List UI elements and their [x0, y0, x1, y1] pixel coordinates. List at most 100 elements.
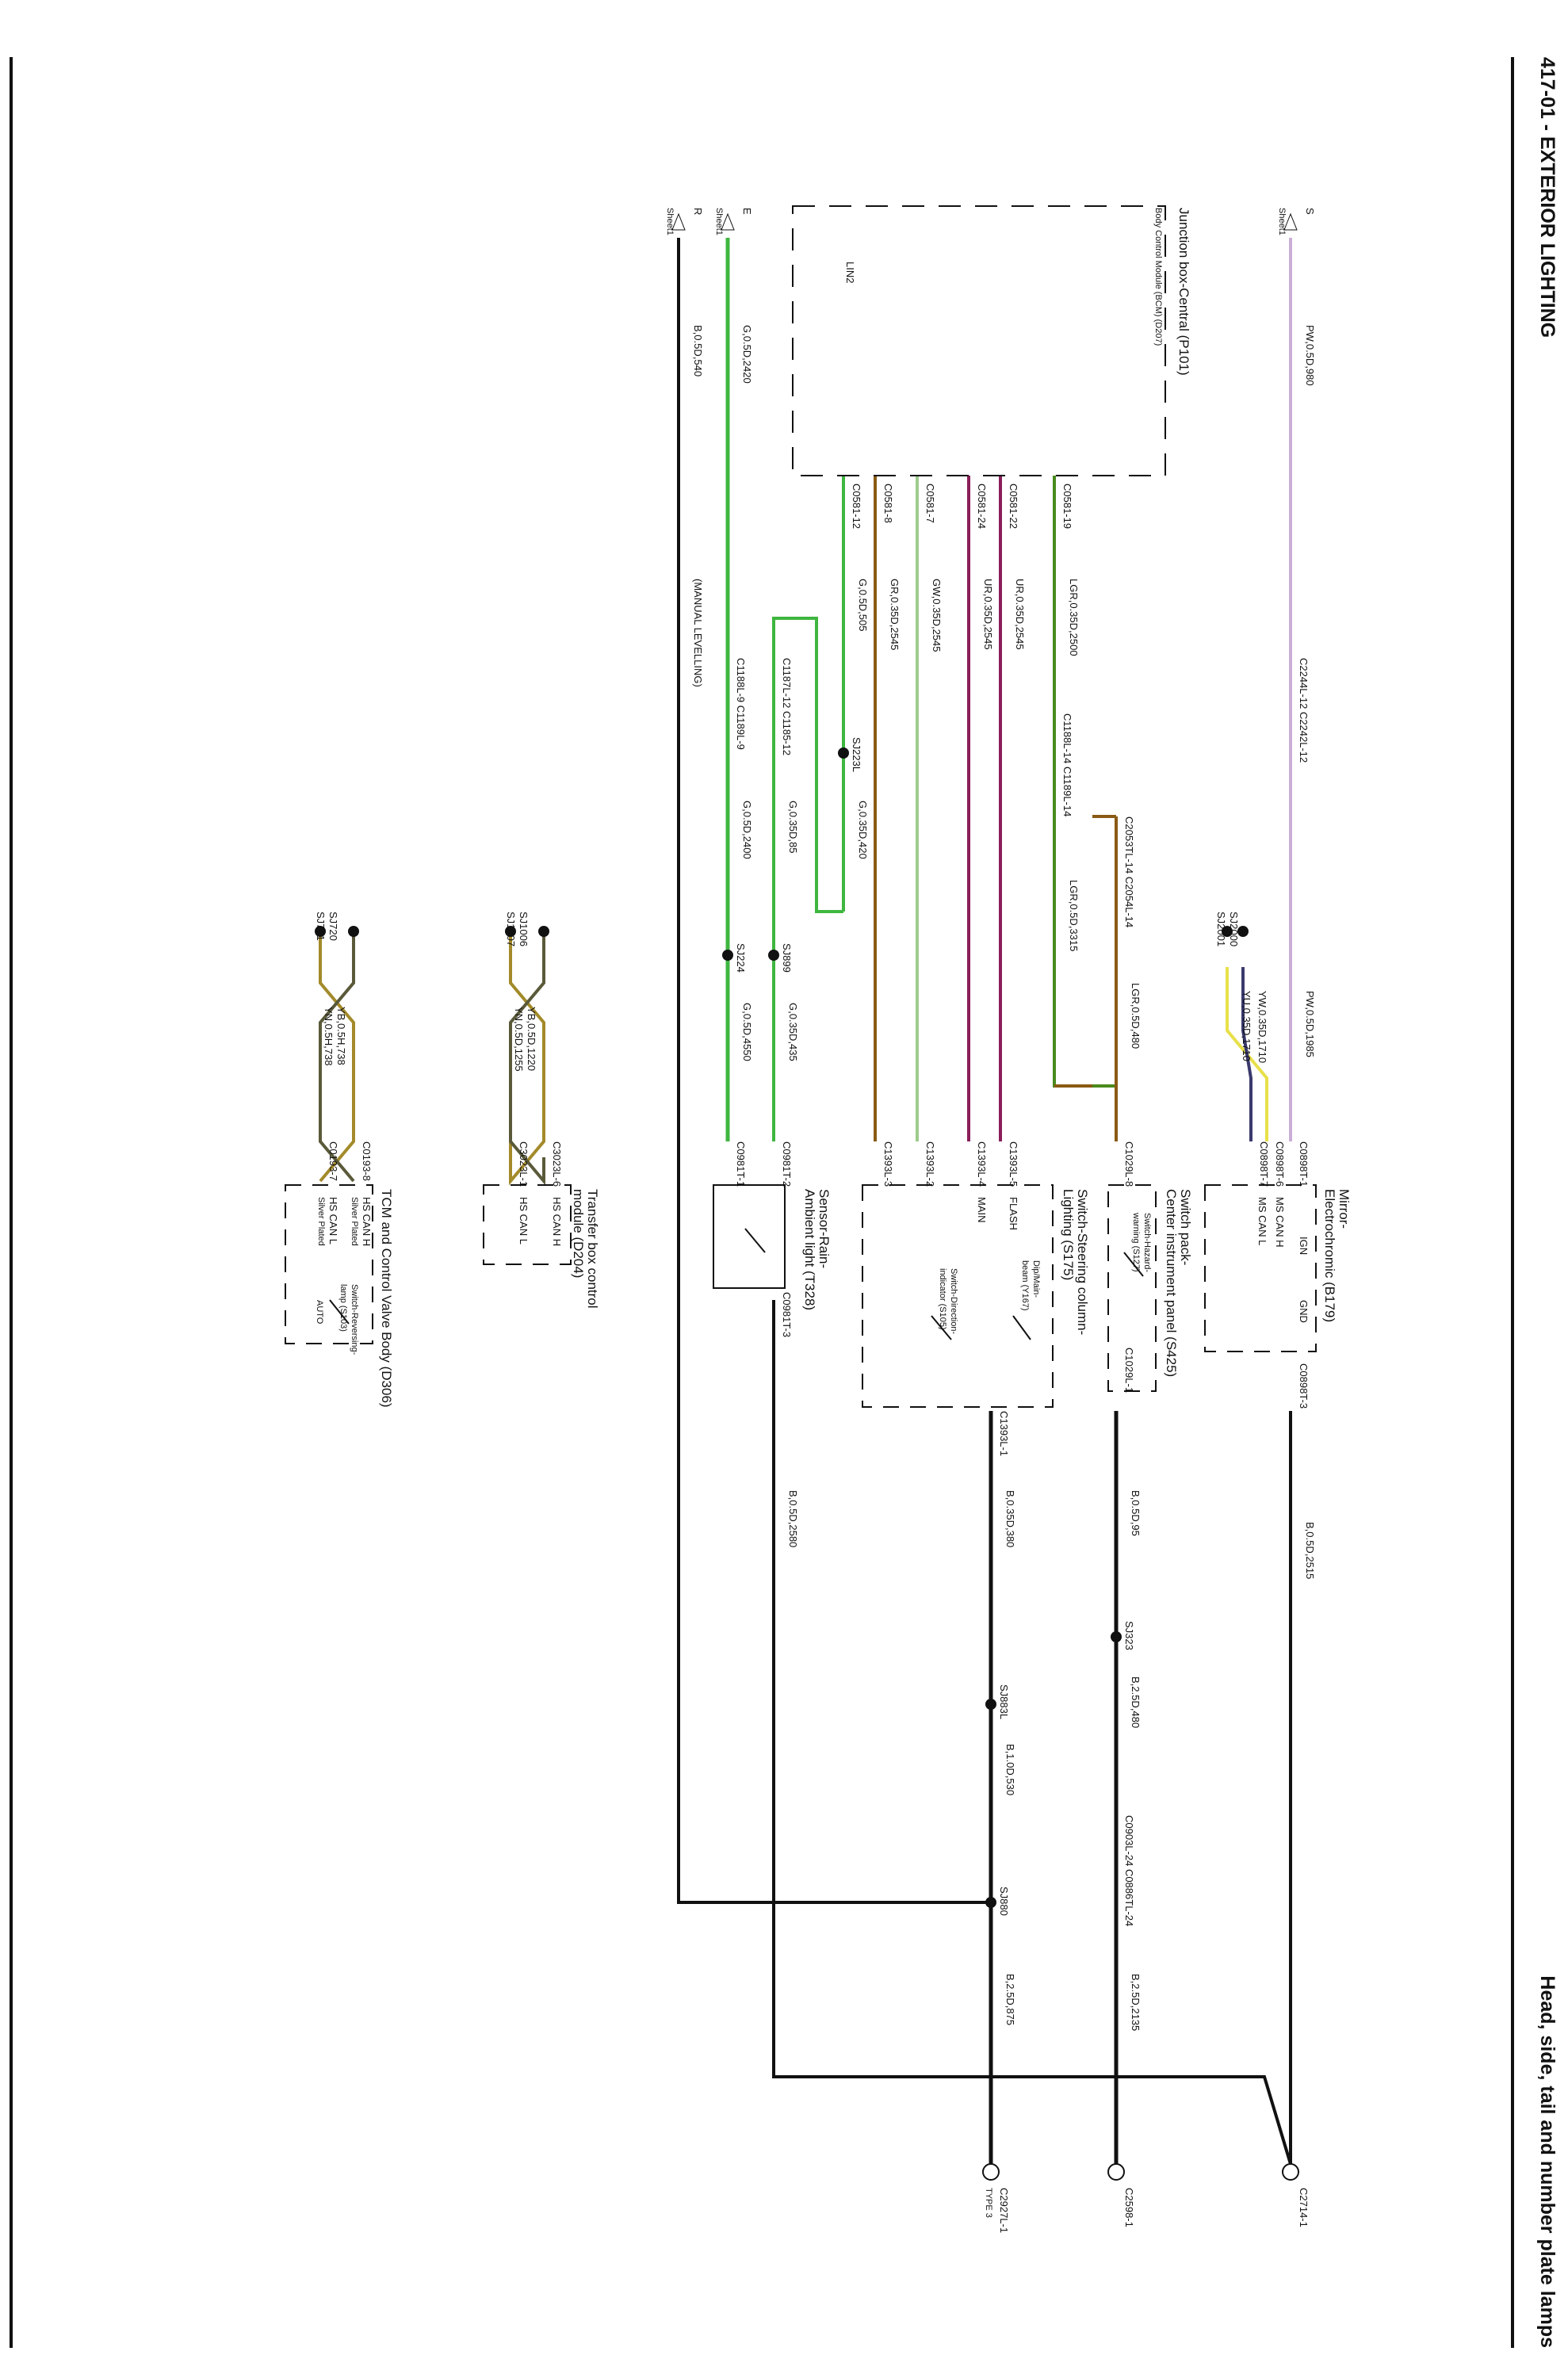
mirror-mscanh: MS CAN H: [1274, 1197, 1286, 1248]
hazard-label-2: warning (S127): [1131, 1212, 1141, 1272]
sheet-e-ref: Sheet1: [714, 208, 724, 235]
lbl-gr-2545: GR,0.35D,2545: [889, 579, 901, 650]
lbl-g-85: G,0.35D,85: [787, 801, 799, 854]
c1187-12: C1187L-12 C1185-12: [781, 658, 793, 755]
sj1006: SJ1006: [518, 912, 530, 946]
transfer-hscanh: HS CAN H: [551, 1197, 563, 1246]
splice-sj721: [348, 926, 359, 937]
lbl-b-2580: B,0.5D,2580: [787, 1490, 799, 1547]
lbl-lgr-480: LGR,0.5D,480: [1130, 983, 1142, 1049]
splice-sj223: [838, 747, 849, 759]
lbl-gw-2545: GW,0.35D,2545: [931, 579, 943, 652]
splice-sj899: [768, 950, 779, 961]
reverse-label-2: lamp (S103): [338, 1284, 348, 1332]
lbl-b-2515: B,0.5D,2515: [1304, 1522, 1316, 1579]
lbl-yn-738: YN,0.5H,738: [323, 1007, 335, 1065]
sheet-arrow-s: [1283, 212, 1298, 231]
switchpack-label-2: Center instrument panel (S425): [1164, 1189, 1179, 1377]
lbl-b-530: B,1.0D,530: [1004, 1744, 1016, 1795]
mirror-box: [1204, 1184, 1317, 1352]
lbl-b-540: B,0.5D,540: [692, 325, 704, 377]
sj323: SJ323: [1123, 1621, 1135, 1650]
mirror-mscanl: MS CAN L: [1256, 1197, 1268, 1245]
switch-rain: [744, 1228, 766, 1253]
switch-dipmain: [1012, 1315, 1031, 1340]
steering-label-2: Lighting (S175): [1061, 1189, 1076, 1280]
rain-label-2: Ambient light (T328): [802, 1189, 817, 1310]
dipmain-label-2: beam (Y167): [1020, 1260, 1030, 1311]
type3: TYPE 3: [984, 2188, 993, 2218]
c1188-14: C1188L-14 C1189L-14: [1061, 713, 1073, 816]
c1029-8: C1029L-8: [1123, 1141, 1135, 1187]
page-subtitle: Head, side, tail and number plate lamps: [1536, 1975, 1558, 2348]
splice-sj2001: [1237, 926, 1249, 937]
splice-sj880: [985, 1897, 996, 1908]
sj1007: SJ1007: [505, 912, 517, 946]
sj721: SJ721: [315, 912, 327, 941]
transfer-hscanl: HS CAN L: [518, 1197, 530, 1244]
sj224: SJ224: [735, 943, 747, 973]
c0193-7: C0193-7: [327, 1141, 339, 1181]
c0898-3: C0898T-3: [1298, 1363, 1310, 1409]
switch-direction: [931, 1315, 952, 1340]
sheet-e-letter: E: [741, 208, 753, 215]
c0981-3: C0981T-3: [781, 1292, 793, 1337]
c0898-1: C0898T-1: [1298, 1141, 1310, 1187]
sj2001: SJ2001: [1215, 912, 1227, 946]
tcm-hscanl: HS CAN L: [327, 1197, 339, 1244]
switch-reverse: [329, 1299, 350, 1325]
sj720: SJ720: [327, 912, 339, 941]
lbl-yn-1255: YN,0.5D,1255: [513, 1007, 525, 1072]
sheet-arrow-e: [721, 212, 735, 231]
splice-sj224: [722, 950, 733, 961]
splice-sj720: [315, 926, 326, 937]
lbl-yb-738: YB,0.5H,738: [335, 1007, 347, 1065]
splice-sj2000: [1222, 926, 1233, 937]
c2053-14: C2053TL-14 C2054L-14: [1123, 816, 1135, 927]
lbl-yw-1710: YW,0.35D,1710: [1256, 991, 1268, 1063]
c0981-2: C0981T-2: [781, 1141, 793, 1187]
c2927-1: C2927L-1: [998, 2188, 1010, 2233]
reverse-label-1: Switch-Reversing-: [350, 1284, 359, 1355]
lbl-ur-2545a: UR,0.35D,2545: [1014, 579, 1026, 650]
wire-yb-738: [319, 935, 355, 1183]
ground-c2598: [1107, 2163, 1125, 2181]
lbl-yu-1710: YU,0.35D,1710: [1241, 991, 1252, 1061]
switch-hazard: [1123, 1252, 1144, 1277]
c0581-8: C0581-8: [882, 484, 894, 523]
lbl-g-2420: G,0.5D,2420: [741, 325, 753, 384]
lbl-g-435: G,0.35D,435: [787, 1003, 799, 1061]
ground-c2927: [982, 2163, 1000, 2181]
wire-lgr-3315: [1053, 816, 1118, 1088]
c0193-8: C0193-8: [361, 1141, 373, 1181]
c0903-24: C0903L-24 C0886TL-24: [1123, 1815, 1135, 1926]
tcm-silver-1: Silver Plated: [350, 1197, 359, 1246]
lbl-b-480: B,2.5D,480: [1130, 1676, 1142, 1728]
sj899: SJ899: [781, 943, 793, 973]
mirror-label-1: Mirror-: [1337, 1189, 1352, 1229]
wire-g-loop: [772, 617, 843, 1141]
c1188-9: C1188L-9 C1189L-9: [735, 658, 747, 750]
rain-label-1: Sensor-Rain-: [817, 1189, 832, 1268]
lbl-ur-2545b: UR,0.35D,2545: [982, 579, 994, 650]
main-label: MAIN: [976, 1197, 988, 1223]
sheet-s-letter: S: [1304, 208, 1316, 215]
sheet-arrow-r: [671, 212, 686, 231]
lbl-g-505: G,0.5D,505: [857, 579, 869, 632]
lbl-b-2135: B,2.5D,2135: [1130, 1974, 1142, 2031]
mirror-ign: IGN: [1298, 1237, 1310, 1255]
c0581-12: C0581-12: [851, 484, 862, 529]
c1393-3: C1393L-3: [882, 1141, 894, 1187]
hazard-label-1: Switch-Hazard-: [1142, 1213, 1152, 1273]
mirror-gnd: GND: [1298, 1300, 1310, 1323]
c0581-19: C0581-19: [1061, 484, 1073, 529]
section-title: 417-01 - EXTERIOR LIGHTING: [1536, 57, 1558, 338]
lbl-b-95: B,0.5D,95: [1130, 1490, 1142, 1536]
tcm-silver-2: Silver Plated: [316, 1197, 326, 1246]
c2598-1: C2598-1: [1123, 2188, 1135, 2227]
junction-box-outline: [792, 205, 1166, 476]
steering-switch-box: [862, 1184, 1054, 1408]
splice-sj1006: [505, 926, 516, 937]
transfer-label-1: Transfer box control: [585, 1189, 600, 1309]
c1393-1: C1393L-1: [998, 1411, 1010, 1456]
